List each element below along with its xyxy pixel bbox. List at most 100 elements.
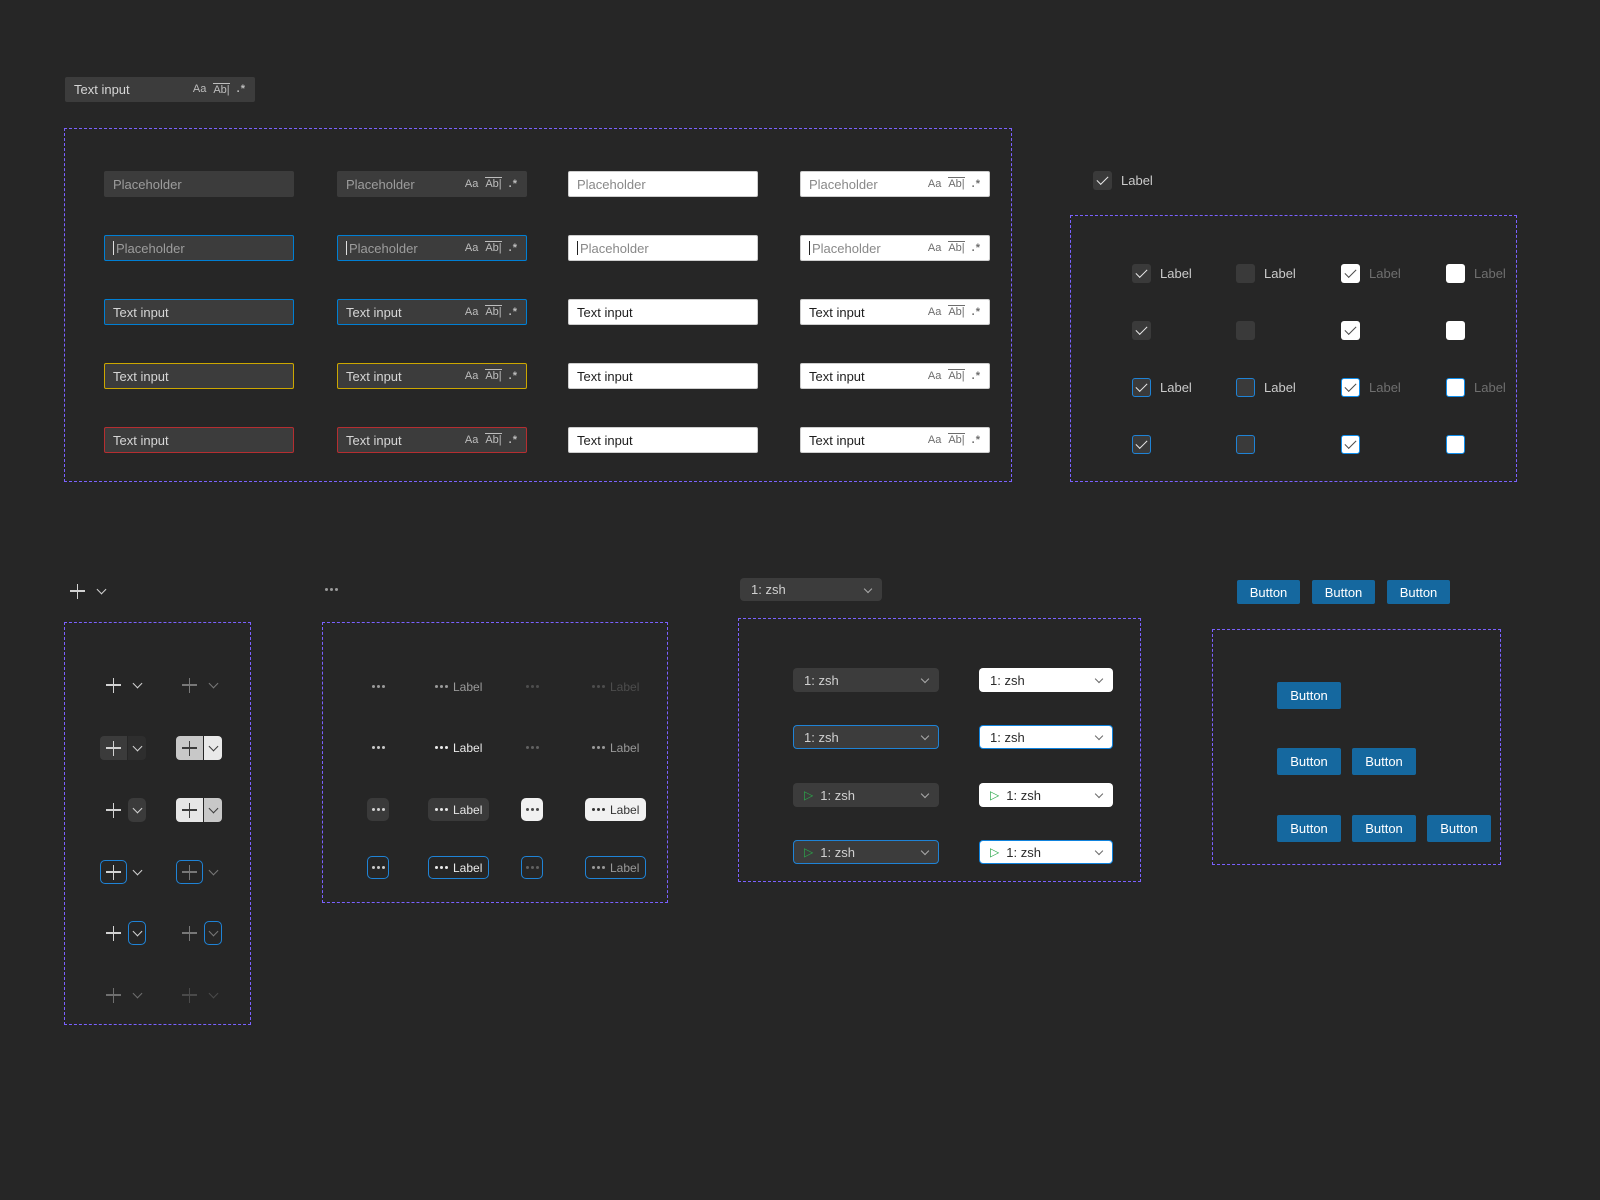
add-terminal-button[interactable] (100, 983, 127, 1007)
checkbox-field-focused[interactable]: Label (1236, 378, 1296, 397)
checkbox-field[interactable]: Label (1132, 264, 1192, 283)
checkbox[interactable] (1236, 264, 1255, 283)
checkbox[interactable] (1341, 321, 1360, 340)
more-actions-button[interactable]: Label (428, 675, 489, 698)
more-actions-button[interactable] (521, 675, 543, 698)
regex-icon[interactable]: .* (508, 177, 518, 190)
text-input-warning[interactable]: Text input (568, 363, 758, 389)
match-case-icon[interactable]: Aa (927, 305, 942, 318)
match-case-icon[interactable]: Aa (927, 177, 942, 190)
checkbox-field-focused[interactable] (1446, 435, 1465, 454)
primary-button[interactable]: Button (1352, 748, 1416, 775)
terminal-profiles-dropdown-button[interactable] (204, 983, 222, 1007)
more-actions-button-hover[interactable]: Label (428, 798, 490, 821)
checkbox[interactable] (1341, 435, 1360, 454)
add-terminal-button[interactable] (64, 579, 91, 603)
primary-button[interactable]: Button (1277, 682, 1341, 709)
terminal-picker-dropdown[interactable]: 1: zsh (793, 668, 939, 692)
regex-icon[interactable]: .* (508, 433, 518, 446)
checkbox-field[interactable]: Label (1446, 264, 1506, 283)
match-case-icon[interactable]: Aa (927, 369, 942, 382)
primary-button[interactable]: Button (1427, 815, 1491, 842)
add-terminal-button-focused[interactable] (100, 860, 127, 884)
primary-button[interactable]: Button (1312, 580, 1375, 604)
more-actions-button-focused[interactable] (521, 856, 543, 879)
regex-icon[interactable]: .* (971, 241, 981, 254)
terminal-profiles-dropdown-button-focused[interactable] (128, 921, 146, 945)
text-input-filled[interactable]: Text input (104, 299, 294, 325)
text-input-warning[interactable]: Text input (104, 363, 294, 389)
whole-word-icon[interactable]: Ab| (485, 177, 502, 191)
terminal-profiles-dropdown-button[interactable] (92, 579, 110, 603)
text-input-focused[interactable]: Placeholder (568, 235, 758, 261)
terminal-profiles-dropdown-button[interactable] (204, 673, 222, 697)
whole-word-icon[interactable]: Ab| (485, 433, 502, 447)
checkbox[interactable] (1341, 378, 1360, 397)
whole-word-icon[interactable]: Ab| (485, 241, 502, 255)
primary-button[interactable]: Button (1387, 580, 1450, 604)
whole-word-icon[interactable]: Ab| (485, 369, 502, 383)
checkbox-field-focused[interactable]: Label (1341, 378, 1401, 397)
terminal-picker-dropdown-focused[interactable]: ▷1: zsh (979, 840, 1113, 864)
terminal-profiles-dropdown-button[interactable] (204, 860, 222, 884)
primary-button[interactable]: Button (1277, 748, 1341, 775)
more-actions-button-focused[interactable] (367, 856, 389, 879)
checkbox-field[interactable]: Label (1341, 264, 1401, 283)
regex-icon[interactable]: .* (508, 241, 518, 254)
checkbox-field[interactable] (1236, 321, 1255, 340)
checkbox-field-focused[interactable]: Label (1446, 378, 1506, 397)
checkbox[interactable] (1132, 435, 1151, 454)
terminal-profiles-dropdown-button[interactable] (128, 798, 146, 822)
match-case-icon[interactable]: Aa (927, 241, 942, 254)
terminal-profiles-dropdown-button-focused[interactable] (204, 921, 222, 945)
more-actions-button-hover[interactable]: Label (585, 798, 647, 821)
terminal-picker-dropdown[interactable]: 1: zsh (979, 668, 1113, 692)
regex-icon[interactable]: .* (236, 83, 246, 96)
more-actions-button[interactable]: Label (428, 736, 489, 759)
match-case-icon[interactable]: Aa (464, 305, 479, 318)
add-terminal-button[interactable] (100, 798, 127, 822)
checkbox-field-focused[interactable] (1132, 435, 1151, 454)
terminal-picker-dropdown-focused[interactable]: 1: zsh (793, 725, 939, 749)
terminal-picker-dropdown-focused[interactable]: ▷1: zsh (793, 840, 939, 864)
whole-word-icon[interactable]: Ab| (948, 305, 965, 319)
match-case-icon[interactable]: Aa (464, 433, 479, 446)
regex-icon[interactable]: .* (508, 369, 518, 382)
checkbox-field-focused[interactable] (1341, 435, 1360, 454)
more-actions-button[interactable] (521, 736, 543, 759)
checkbox[interactable] (1236, 435, 1255, 454)
checkbox[interactable] (1446, 378, 1465, 397)
text-input-focused[interactable]: Placeholder (104, 235, 294, 261)
checkbox-field-focused[interactable]: Label (1132, 378, 1192, 397)
text-input-error[interactable]: Text input (568, 427, 758, 453)
more-actions-button[interactable] (367, 736, 389, 759)
checkbox[interactable] (1132, 321, 1151, 340)
checkbox[interactable] (1236, 321, 1255, 340)
add-terminal-button[interactable] (100, 921, 127, 945)
match-case-icon[interactable]: Aa (927, 433, 942, 446)
checkbox-field-focused[interactable] (1236, 435, 1255, 454)
more-actions-button[interactable]: Label (585, 736, 646, 759)
terminal-profiles-dropdown-button[interactable] (204, 798, 222, 822)
match-case-icon[interactable]: Aa (192, 83, 207, 96)
more-actions-button-focused[interactable]: Label (428, 856, 490, 879)
checkbox-field[interactable] (1132, 321, 1151, 340)
add-terminal-button[interactable] (176, 983, 203, 1007)
terminal-profiles-dropdown-button[interactable] (128, 860, 146, 884)
more-actions-button-hover[interactable] (367, 798, 389, 821)
add-terminal-button[interactable] (100, 673, 127, 697)
whole-word-icon[interactable]: Ab| (948, 369, 965, 383)
match-case-icon[interactable]: Aa (464, 369, 479, 382)
text-input[interactable]: Placeholder (568, 171, 758, 197)
terminal-picker-dropdown-focused[interactable]: 1: zsh (979, 725, 1113, 749)
match-case-icon[interactable]: Aa (464, 177, 479, 190)
checkbox[interactable] (1236, 378, 1255, 397)
add-terminal-button-focused[interactable] (176, 860, 203, 884)
